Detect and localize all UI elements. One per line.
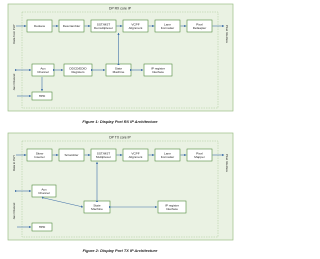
rx-side-right: Pixel Interface [225, 25, 229, 44]
rx-side-left-top: Data from PHY [12, 24, 16, 44]
rx-core-boundary [21, 11, 219, 109]
tx-hpd-block-label: HPD [39, 225, 46, 229]
rx-side-left-bottom: Aux Channel [12, 73, 16, 90]
rx-caption: Figure 1: Display Port RX IP Architectur… [82, 119, 158, 124]
tx-pipeline-block-1: Scrambler [58, 148, 85, 162]
rx-pipeline-block-1: Descrambler [58, 19, 85, 33]
rx-core-label: DP RX core IP [109, 6, 132, 10]
rx-pipeline-block-0: Deskew [26, 19, 53, 33]
tx-side-left-bottom: Aux Channel [12, 202, 16, 219]
tx-aux-sm-link [41, 196, 84, 208]
tx-pipeline-block-1-label: Scrambler [64, 153, 78, 157]
tx-side-right: Pixel Interface [225, 154, 229, 173]
rx-hpd-block-label: HPD [39, 94, 46, 98]
tx-core-boundary [21, 140, 219, 238]
rx-hpd-block: HPD [31, 91, 53, 101]
tx-core-label: DP TX core IP [109, 135, 131, 139]
tx-side-left-top: Data to PHY [12, 155, 16, 171]
tx-hpd-block: HPD [31, 222, 53, 232]
rx-pipeline-block-1-label: Descrambler [63, 24, 81, 28]
tx-caption: Figure 2: Display Port TX IP Architectur… [83, 248, 159, 253]
rx-pipeline-block-0-label: Deskew [34, 24, 46, 28]
